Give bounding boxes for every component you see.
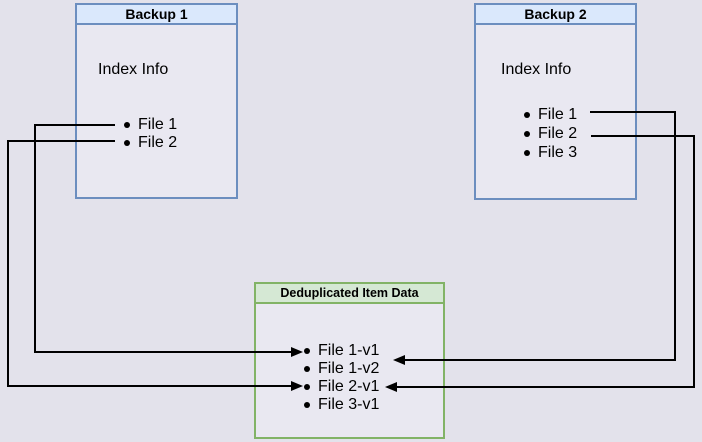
bullet-icon [304, 366, 310, 372]
file-label: File 1 [138, 116, 178, 133]
file-list-item: File 3-v1 [304, 396, 379, 414]
bullet-icon [524, 149, 530, 156]
backup2-index-info-label: Index Info [501, 61, 572, 78]
file-label: File 2 [138, 134, 178, 151]
file-label: File 3 [538, 143, 578, 161]
file-label: File 3-v1 [318, 396, 380, 413]
backup1-title: Backup 1 [125, 6, 188, 22]
file-list-item: File 1-v1 [304, 342, 379, 360]
file-list-item: File 1 [524, 105, 577, 124]
file-label: File 2 [538, 124, 578, 142]
file-label: File 2-v1 [318, 378, 380, 395]
bullet-icon [124, 122, 130, 128]
backup2-title: Backup 2 [524, 6, 587, 22]
file-label: File 1-v2 [318, 360, 380, 377]
file-list-item: File 2 [124, 134, 177, 152]
bullet-icon [524, 130, 530, 137]
bullet-icon [124, 140, 130, 146]
file-list-item: File 1-v2 [304, 360, 379, 378]
bullet-icon [304, 348, 310, 354]
file-list-item: File 2-v1 [304, 378, 379, 396]
file-list-item: File 3 [524, 143, 577, 162]
bullet-icon [304, 384, 310, 390]
backup1-index-info-label: Index Info [98, 61, 169, 78]
file-list-item: File 1 [124, 116, 177, 134]
file-list-item: File 2 [524, 124, 577, 143]
dedup-header: Deduplicated Item Data [256, 284, 443, 304]
file-label: File 1 [538, 105, 578, 123]
dedup-title: Deduplicated Item Data [280, 285, 419, 300]
backup1-header: Backup 1 [77, 5, 236, 25]
bullet-icon [524, 111, 530, 118]
bullet-icon [304, 402, 310, 408]
backup2-header: Backup 2 [476, 5, 635, 25]
file-label: File 1-v1 [318, 342, 380, 359]
